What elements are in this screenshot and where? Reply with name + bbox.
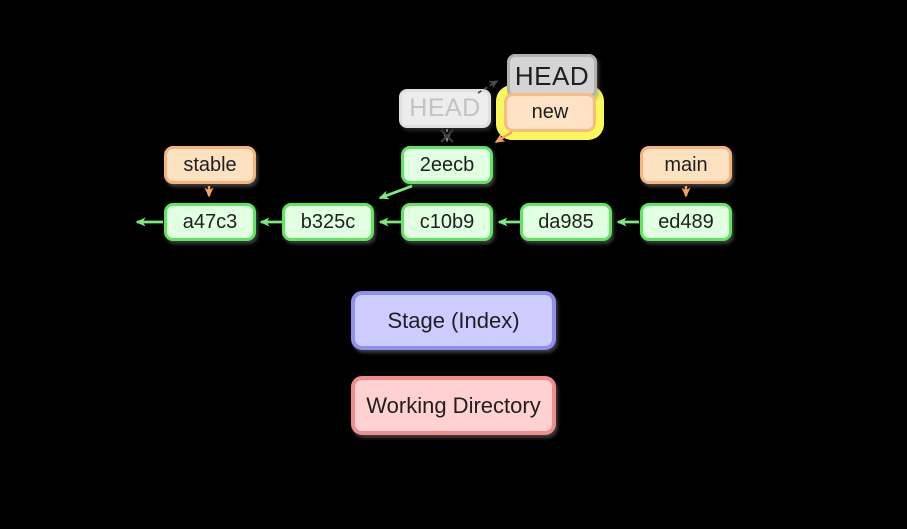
commit-da985: da985 <box>520 203 612 241</box>
arrow-2eecb-to-b325c <box>378 184 413 200</box>
commit-ed489: ed489 <box>640 203 732 241</box>
stage-index-box: Stage (Index) <box>351 291 556 350</box>
commit-b325c: b325c <box>282 203 374 241</box>
branch-stable: stable <box>164 146 256 184</box>
branch-new: new <box>504 93 596 132</box>
head-pointer: HEAD <box>507 54 597 98</box>
working-directory-box: Working Directory <box>351 376 556 435</box>
commit-2eecb: 2eecb <box>401 146 493 184</box>
head-pointer-previous: HEAD <box>399 89 491 128</box>
commit-c10b9: c10b9 <box>401 203 493 241</box>
x-mark-icon <box>440 129 454 143</box>
commit-a47c3: a47c3 <box>164 203 256 241</box>
branch-main: main <box>640 146 732 184</box>
